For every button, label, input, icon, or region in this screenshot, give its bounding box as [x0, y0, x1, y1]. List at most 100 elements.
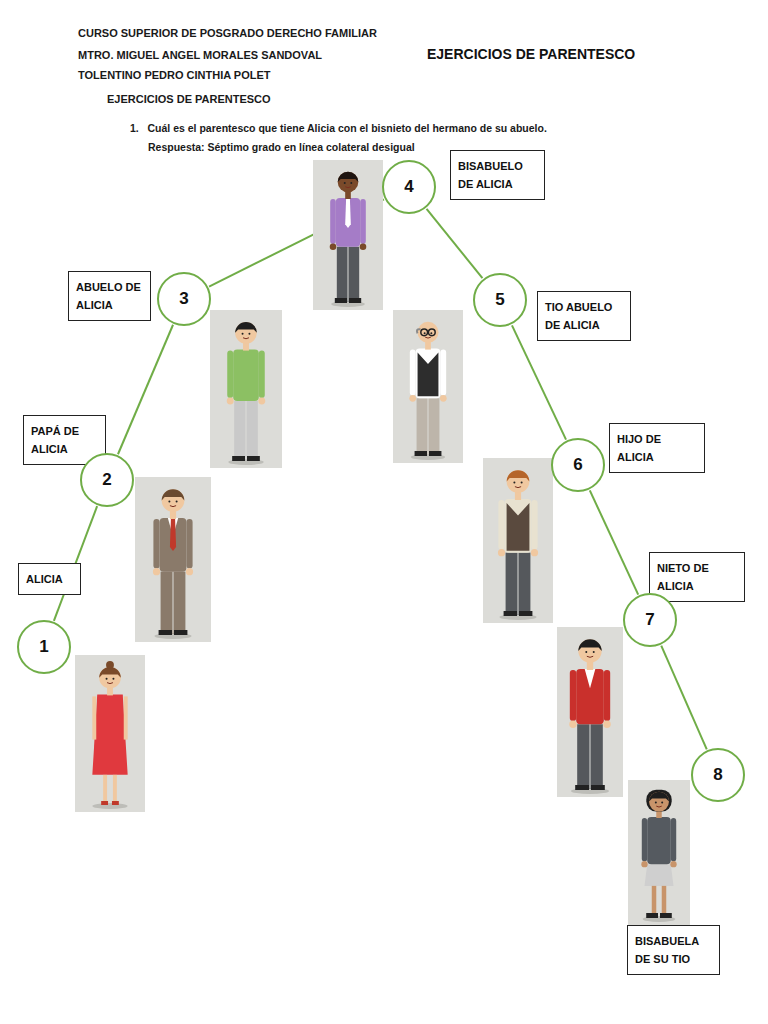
figure-part: [235, 322, 257, 344]
header-line: CURSO SUPERIOR DE POSGRADO DERECHO FAMIL…: [78, 27, 377, 39]
figure-part: [103, 775, 107, 804]
figure-part: [440, 395, 447, 402]
callout-number: 1: [39, 637, 48, 657]
figure-part: [106, 661, 114, 669]
relation-label: ABUELO DE ALICIA: [76, 278, 143, 314]
figure-part: [660, 913, 672, 918]
figure-ground: [628, 780, 690, 925]
figure-part: [349, 298, 361, 303]
figure-part: [507, 470, 530, 493]
figure-part: [248, 333, 250, 335]
figure-part: [585, 669, 596, 688]
relation-label: BISABUELA DE SU TIO: [635, 932, 712, 968]
figure-part: [349, 247, 360, 302]
figure-part: [415, 451, 427, 456]
figure-part: [429, 451, 441, 456]
figure-part: [360, 243, 367, 250]
relation-label: NIETO DE ALICIA: [657, 559, 737, 595]
callout-number: 7: [645, 610, 654, 630]
figure-part: [417, 398, 428, 455]
figure-part: [519, 553, 531, 615]
relation-label: BISABUELO DE ALICIA: [458, 157, 537, 193]
figure-part: [428, 329, 435, 336]
figure-ground: [483, 458, 553, 623]
figure-part: [662, 886, 667, 917]
kinship-line: [427, 209, 483, 278]
figure-part: [531, 549, 538, 556]
figure-part: [646, 790, 671, 812]
kinship-line: [590, 490, 638, 594]
figure-part: [242, 333, 244, 335]
figure-part: [345, 186, 351, 188]
label-box: ABUELO DE ALICIA: [68, 271, 151, 321]
figure-part: [655, 802, 657, 804]
figure-part: [671, 818, 676, 862]
figure-part: [587, 656, 593, 657]
kinship-line: [661, 646, 707, 750]
callout-number: 4: [404, 177, 413, 197]
figure-part: [506, 553, 518, 615]
figure-part: [161, 572, 173, 634]
figure-part: [159, 630, 172, 635]
callout-number: 6: [573, 455, 582, 475]
figure-part: [591, 785, 605, 790]
figure-part: [424, 332, 426, 334]
relation-label: PAPÁ DE ALICIA: [31, 422, 98, 458]
figure-part: [235, 322, 257, 333]
kinship-line: [118, 325, 173, 454]
figure-part: [153, 519, 159, 569]
figure-part: [569, 721, 576, 728]
number-circle: 7: [623, 593, 677, 647]
callout-number: 8: [713, 765, 722, 785]
question-text: 1. Cuál es el parentesco que tiene Alici…: [130, 122, 547, 134]
number-circle: 1: [17, 620, 71, 674]
figure-part: [429, 398, 440, 455]
figure-part: [162, 489, 185, 512]
figure-part: [578, 639, 601, 662]
figure-part: [344, 182, 346, 184]
figure-part: [338, 172, 359, 193]
figure-part: [99, 667, 121, 689]
figure-ground: [75, 655, 145, 812]
number-circle: 5: [473, 273, 527, 327]
figure-part: [505, 499, 532, 553]
figure-part: [661, 802, 663, 804]
figure-part: [106, 678, 108, 680]
figure-part: [591, 724, 603, 789]
relation-label: HIJO DE ALICIA: [617, 430, 697, 466]
figure-part: [670, 861, 676, 867]
figure-part: [92, 696, 96, 739]
figure-part: [417, 322, 438, 343]
figure-part: [440, 350, 446, 396]
figure-part: [645, 864, 674, 886]
figure-part: [409, 395, 416, 402]
label-box: BISABUELO DE ALICIA: [450, 150, 545, 200]
figure-part: [642, 818, 647, 862]
figure-part: [507, 503, 530, 551]
callout-number: 5: [495, 290, 504, 310]
callout-number: 2: [102, 470, 111, 490]
label-box: HIJO DE ALICIA: [609, 423, 705, 473]
header-line: MTRO. MIGUEL ANGEL MORALES SANDOVAL: [78, 49, 322, 61]
number-circle: 3: [157, 272, 211, 326]
figure-part: [335, 298, 347, 303]
figure-part: [227, 351, 233, 398]
figure-part: [593, 651, 595, 653]
figure-part: [604, 670, 610, 721]
figure-part: [575, 785, 589, 790]
page-title: EJERCICIOS DE PARENTESCO: [427, 46, 635, 62]
figure-part: [521, 481, 523, 483]
figure-part: [498, 500, 504, 550]
header-line: TOLENTINO PEDRO CINTHIA POLET: [78, 69, 271, 81]
figure-part: [350, 182, 352, 184]
figure-part: [112, 801, 119, 805]
figure-part: [345, 198, 351, 228]
number-circle: 8: [691, 748, 745, 802]
figure-part: [507, 470, 530, 481]
figure-part: [360, 199, 366, 244]
figure-part: [186, 568, 193, 575]
number-circle: 6: [551, 438, 605, 492]
figure-ground: [135, 477, 211, 642]
figure-part: [410, 350, 416, 396]
